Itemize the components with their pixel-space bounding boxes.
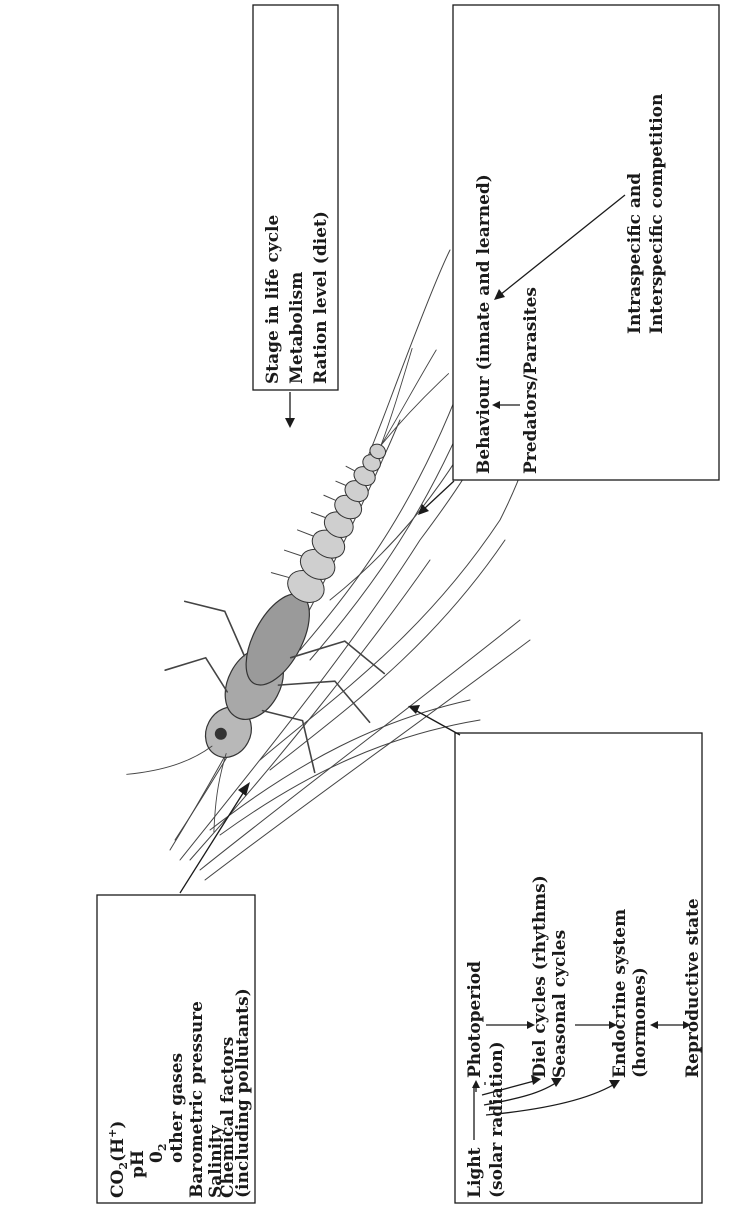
- solar-radiation-label: (solar radiation): [487, 1041, 507, 1198]
- diel-cycles-label: Diel cycles (rhythms): [530, 875, 550, 1078]
- arrow-light-to-nymph: [415, 710, 460, 735]
- internal-factors-box: Stage in life cycle Metabolism Ration le…: [253, 5, 338, 390]
- ph-label: pH: [128, 1150, 148, 1178]
- pollutants-label: (including pollutants): [233, 988, 253, 1198]
- stage-life-cycle-label: Stage in life cycle: [263, 214, 283, 384]
- predators-parasites-label: Predators/Parasites: [521, 287, 541, 474]
- light-factors-box: Light (solar radiation) Photoperiod Diel…: [455, 733, 703, 1203]
- arrowhead-internal: [285, 418, 295, 428]
- hormones-label: (hormones): [630, 967, 650, 1078]
- arrowhead-light: [408, 705, 420, 714]
- ration-level-label: Ration level (diet): [311, 211, 331, 384]
- metabolism-label: Metabolism: [287, 272, 307, 384]
- barometric-pressure-label: Barometric pressure: [187, 1001, 207, 1198]
- light-label: Light: [465, 1147, 485, 1198]
- other-gases-label: other gases: [167, 1053, 187, 1163]
- behaviour-label: Behaviour (innate and learned): [474, 174, 494, 474]
- seasonal-cycles-label: Seasonal cycles: [550, 930, 570, 1078]
- photoperiod-label: Photoperiod: [465, 961, 485, 1078]
- reproductive-state-label: Reproductive state: [683, 898, 703, 1078]
- interspecific-label: Interspecific competition: [647, 94, 667, 334]
- endocrine-system-label: Endocrine system: [610, 909, 630, 1078]
- biotic-factors-box: Behaviour (innate and learned) Predators…: [453, 5, 719, 480]
- chemical-factors-box: CO2(H+) pH 02 other gases Barometric pre…: [97, 895, 255, 1203]
- intraspecific-label: Intraspecific and: [625, 173, 645, 334]
